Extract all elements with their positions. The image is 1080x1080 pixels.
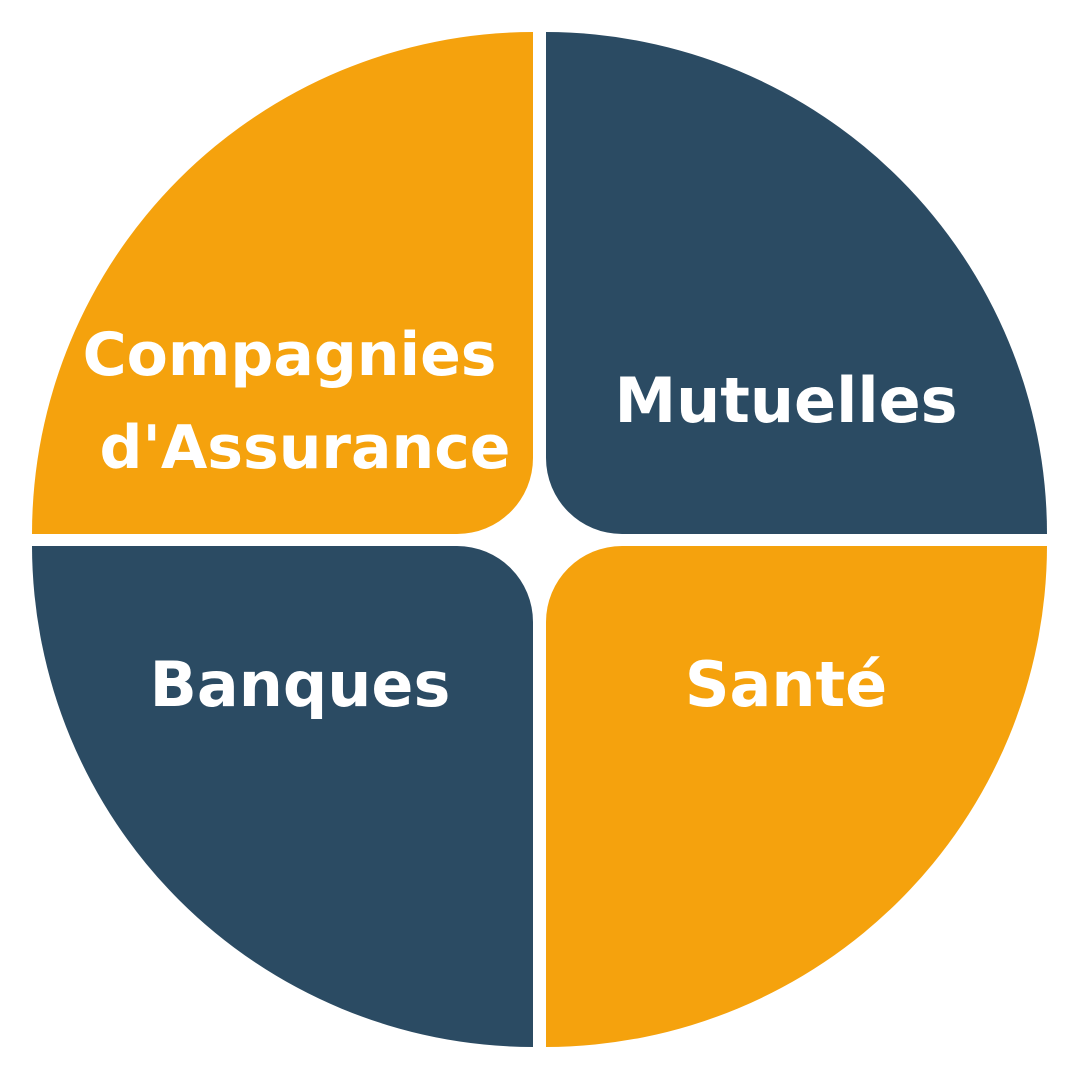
label-sante: Santé (685, 648, 887, 721)
quadrant-bottom-left (32, 546, 533, 1047)
label-banques: Banques (150, 648, 451, 721)
label-compagnies-line-1: Compagnies (83, 320, 497, 390)
label-compagnies-assurance: Compagnies d'Assurance (83, 320, 518, 483)
label-compagnies-line-2: d'Assurance (100, 413, 511, 483)
quadrant-top-right (546, 32, 1047, 534)
quadrant-bottom-right (546, 546, 1047, 1047)
label-mutuelles: Mutuelles (614, 364, 957, 437)
quadrant-top-left (32, 32, 533, 534)
